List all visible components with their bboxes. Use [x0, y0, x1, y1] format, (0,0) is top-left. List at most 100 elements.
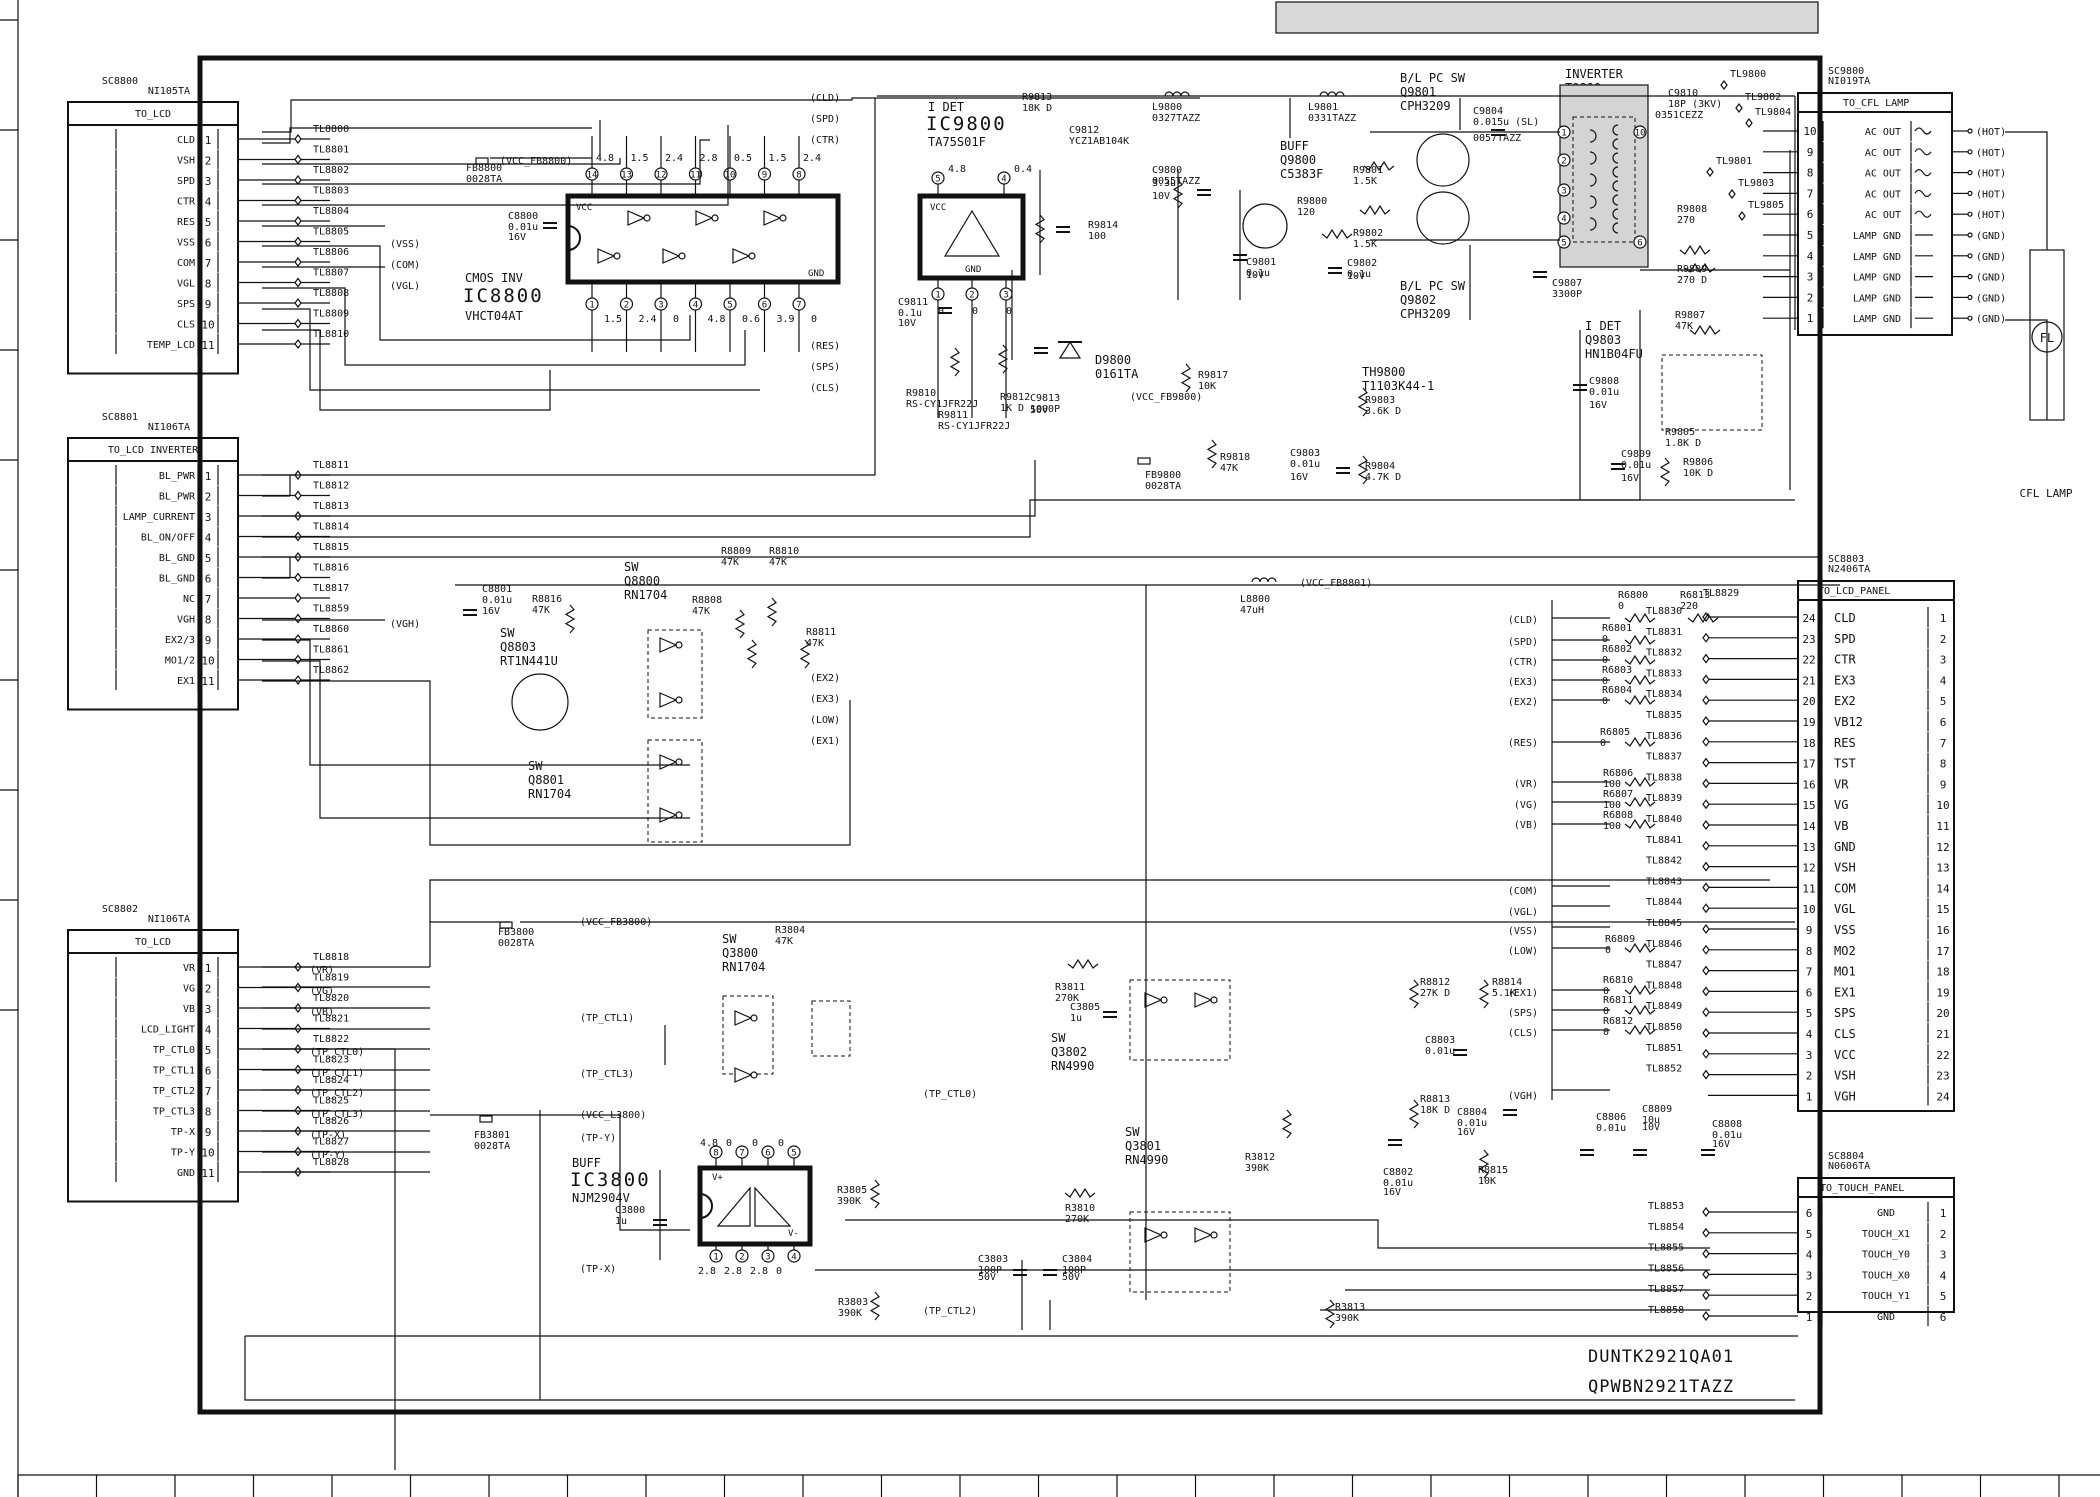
connector-pin-name: EX2 [1834, 694, 1856, 708]
test-point-label: TL8850 [1646, 1022, 1682, 1033]
pin-number: 3 [658, 301, 663, 311]
test-point-label: TL8852 [1646, 1064, 1682, 1075]
connector-part: NI106TA [148, 914, 190, 925]
pin-number: 3 [765, 1253, 770, 1263]
test-point-label: TL8815 [313, 542, 349, 553]
net-label: (VGH) [1508, 1091, 1538, 1102]
part-ref: R6812 [1603, 1016, 1633, 1027]
inverter-gate [732, 248, 751, 264]
part-ref: R8811 [806, 627, 836, 638]
part-ref: R9812 [1000, 392, 1030, 403]
net-label: (RES) [810, 341, 840, 352]
pin-number: 1 [1561, 129, 1566, 139]
resistor [1206, 439, 1218, 469]
connector-pin-number: 4 [205, 1024, 212, 1037]
part-ref: FB3800 [498, 927, 534, 938]
part-ref: R9803 [1365, 395, 1395, 406]
voltage-label: 2.8 [698, 1266, 716, 1277]
resistor [1687, 612, 1719, 624]
part-ref: R6800 [1618, 590, 1648, 601]
net-label: (VG) [1514, 800, 1538, 811]
connector-pin-name: VSH [1834, 1069, 1856, 1083]
part-value: 0055TAZZ [1152, 176, 1200, 187]
connector-pin-number: 7 [205, 593, 212, 606]
voltage-label: 4.8 [708, 314, 726, 325]
transformer-coil [1612, 138, 1619, 150]
transistor-part: RN4990 [1125, 1153, 1168, 1167]
test-point-label: TL8843 [1646, 876, 1682, 887]
part-value: 50V [1062, 1272, 1080, 1283]
part-ref: R9810 [906, 388, 936, 399]
part-ref: R8808 [692, 595, 722, 606]
transistor-symbol [1242, 203, 1288, 249]
test-point [294, 216, 302, 226]
transistor-package [647, 739, 703, 843]
pin-number: 3 [1561, 187, 1566, 197]
net-label: (HOT) [1976, 189, 2006, 200]
part-value: 100 [1088, 231, 1106, 242]
connector-pin-number: 6 [1940, 716, 1947, 729]
resistor [1408, 979, 1420, 1009]
connector-pin-number: 9 [205, 634, 212, 647]
pin-number: 9 [762, 171, 767, 181]
connector-pin-number: 20 [1802, 695, 1815, 708]
part-ref: R9814 [1088, 220, 1118, 231]
part-ref: L8800 [1240, 594, 1270, 605]
pin-number: 3 [1003, 291, 1008, 301]
connector-pin-name: GND [1877, 1208, 1895, 1219]
connector-pin-number: 19 [1802, 716, 1815, 729]
net-label: (EX1) [810, 736, 840, 747]
transistor-symbol [1416, 191, 1470, 245]
connector-pin-name: CTR [1834, 653, 1856, 667]
transistor-part: T1103K44-1 [1362, 379, 1434, 393]
resistor [1624, 634, 1656, 646]
test-point-label: TL8816 [313, 563, 349, 574]
connector-pin-number: 4 [1807, 250, 1814, 263]
net-label: (LOW) [810, 715, 840, 726]
part-value: 47K [1675, 321, 1693, 332]
net-label: (VCC_FB8801) [1300, 578, 1372, 589]
ic3800-body [697, 1165, 813, 1247]
transistor-function: SW [722, 932, 737, 946]
part-ref: R6802 [1602, 644, 1632, 655]
part-value: 0.1u [1246, 268, 1270, 279]
op-amp-symbol [716, 1186, 751, 1227]
part-ref: C8809 [1642, 1104, 1672, 1115]
part-ref: R9808 [1677, 204, 1707, 215]
resistor [1064, 1187, 1096, 1199]
transistor-part: RN1704 [528, 787, 571, 801]
connector-pin-number: 6 [1940, 1311, 1947, 1324]
connector-pin-name: GND [1834, 840, 1856, 854]
inverter-gate [1194, 1227, 1213, 1243]
resistor [1408, 1099, 1420, 1129]
part-value: 10K [1198, 381, 1216, 392]
wire [262, 308, 760, 391]
part-ref: C3805 [1070, 1002, 1100, 1013]
connector-pin-name: VG [183, 984, 195, 995]
connector-part: NI106TA [148, 422, 190, 433]
test-point [294, 154, 302, 165]
connector-pin-number: 1 [1806, 1090, 1813, 1103]
test-point [1702, 1311, 1710, 1321]
transistor-package [1129, 1211, 1231, 1293]
part-ref: R3813 [1335, 1302, 1365, 1313]
connector-pin-name: EX1 [1834, 985, 1856, 999]
pin-number: 6 [1637, 239, 1642, 249]
connector-pin-number: 2 [205, 155, 212, 168]
net-label: (VCC_L3800) [580, 1110, 646, 1121]
net-label: (VB) [310, 1007, 334, 1018]
connector-title: TO_TOUCH_PANEL [1820, 1183, 1904, 1194]
connector-pin-name: VGH [1834, 1089, 1856, 1103]
connector-pin-name: TEMP_LCD [147, 340, 195, 351]
resistor [1478, 1149, 1490, 1179]
voltage-label: 4.8 [948, 164, 966, 175]
wire [262, 125, 729, 206]
test-point [1702, 882, 1710, 893]
part-ref: R6804 [1602, 685, 1632, 696]
pin-number: 6 [762, 301, 767, 311]
connector-pin-number: 8 [1806, 945, 1813, 958]
pin-number: 1 [935, 291, 940, 301]
connector-pin-number: 2 [1806, 1290, 1813, 1303]
net-label: (CTR) [1508, 657, 1538, 668]
test-point-label: TL8845 [1646, 918, 1682, 929]
